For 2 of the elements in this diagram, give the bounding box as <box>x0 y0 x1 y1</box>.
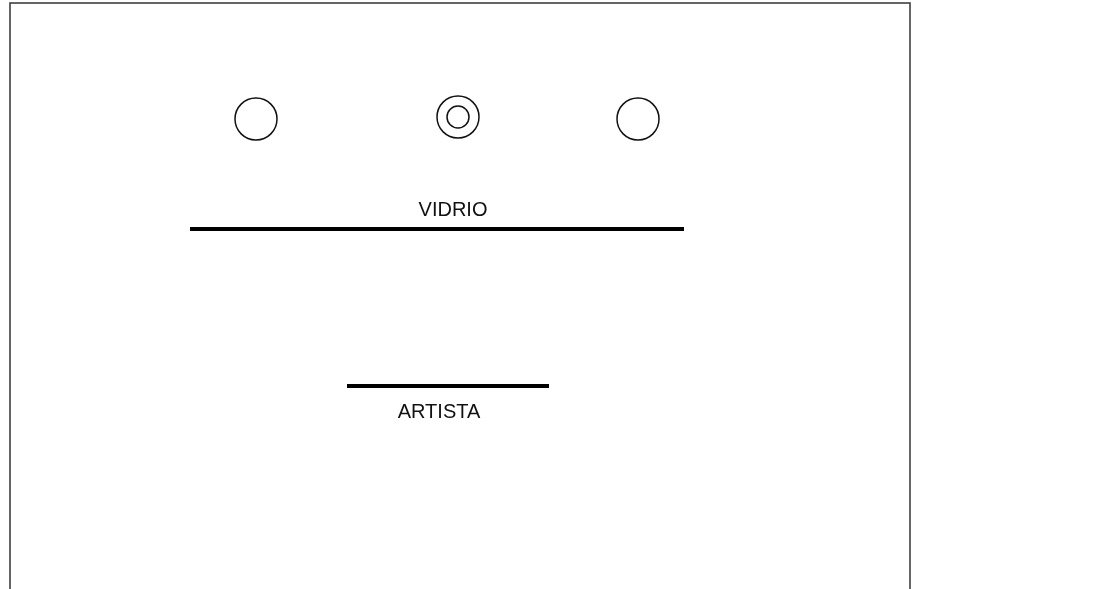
glass-label: VIDRIO <box>418 198 488 221</box>
artist-label: ARTISTA <box>397 400 481 423</box>
